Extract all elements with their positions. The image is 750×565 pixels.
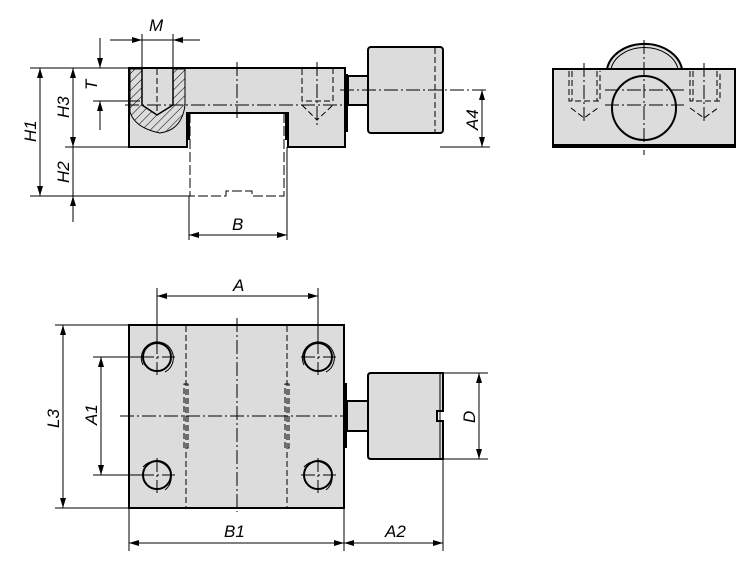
- dim-L3: L3: [44, 409, 63, 428]
- mounting-hole: [140, 458, 175, 493]
- dim-A1: A1: [82, 404, 101, 426]
- front-view: [125, 46, 488, 197]
- mounting-hole: [140, 340, 175, 375]
- dim-H3: H3: [54, 96, 73, 118]
- top-shaft: [346, 400, 369, 432]
- knob-dome: [605, 42, 684, 70]
- top-flange: [344, 383, 347, 448]
- dim-T: T: [82, 78, 101, 90]
- dim-A: A: [232, 276, 244, 295]
- flange: [345, 74, 348, 132]
- dim-M: M: [149, 16, 164, 35]
- dim-H2: H2: [54, 161, 73, 183]
- dim-B: B: [232, 215, 243, 234]
- mounting-hole: [301, 458, 336, 493]
- dim-A2: A2: [384, 522, 406, 541]
- dim-D: D: [460, 411, 479, 423]
- side-view: [552, 40, 736, 155]
- top-view: [120, 318, 444, 512]
- dim-A4: A4: [463, 109, 482, 131]
- dim-B1: B1: [224, 522, 245, 541]
- top-dimensions: A L3 A1 B1 A2 D: [44, 276, 488, 551]
- dim-H1: H1: [21, 120, 40, 142]
- rail: [189, 113, 285, 197]
- front-dimensions: M T H3 H1 H2 A4 B: [21, 16, 490, 240]
- mounting-hole: [301, 340, 336, 375]
- top-knob: [367, 372, 444, 460]
